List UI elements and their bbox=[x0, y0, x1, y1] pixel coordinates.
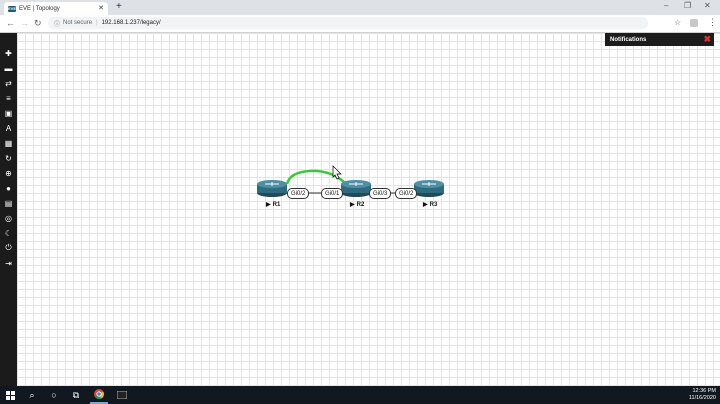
eve-favicon-icon: EVE bbox=[8, 5, 17, 12]
pictures-icon[interactable]: ▣ bbox=[4, 108, 13, 118]
node-play-icon[interactable]: ▶ bbox=[350, 202, 355, 208]
interface-label[interactable]: Gi0/2 bbox=[287, 188, 310, 199]
forward-icon[interactable]: → bbox=[20, 18, 29, 28]
zoom-icon[interactable]: ⊕ bbox=[5, 168, 12, 178]
info-icon[interactable]: ⓘ bbox=[54, 21, 61, 28]
bookmark-star-icon[interactable]: ☆ bbox=[674, 18, 682, 27]
text-icon[interactable]: A bbox=[5, 123, 12, 133]
task-view-icon[interactable]: ⧉ bbox=[72, 389, 80, 400]
minimize-icon[interactable]: – bbox=[664, 1, 669, 10]
notifications-title: Notifications bbox=[610, 36, 647, 43]
startup-configs-icon[interactable]: ≡ bbox=[6, 93, 11, 103]
node-name: R3 bbox=[429, 201, 438, 208]
router-r3[interactable] bbox=[414, 180, 444, 197]
tab-close-icon[interactable]: ✕ bbox=[98, 5, 104, 12]
taskbar: ⌕ ○ ⧉ 12:36 PM 11/16/2020 bbox=[0, 386, 720, 404]
notifications-close-icon[interactable]: ✖ bbox=[703, 34, 711, 44]
node-name: R1 bbox=[272, 201, 281, 208]
node-label-r1[interactable]: ▶ R1 bbox=[266, 201, 281, 209]
extension-icon[interactable] bbox=[690, 19, 698, 27]
omnibox-separator: | bbox=[96, 20, 98, 26]
taskbar-clock[interactable]: 12:36 PM 11/16/2020 bbox=[689, 388, 716, 402]
router-r2[interactable] bbox=[341, 180, 371, 197]
security-label: Not secure bbox=[63, 20, 93, 26]
refresh-topology-icon[interactable]: ↻ bbox=[5, 153, 12, 163]
lock-lab-icon[interactable]: ◎ bbox=[5, 213, 12, 223]
new-tab-button[interactable]: + bbox=[116, 1, 122, 12]
router-r1[interactable] bbox=[257, 180, 287, 197]
clock-time: 12:36 PM bbox=[692, 388, 716, 394]
start-icon[interactable] bbox=[2, 386, 18, 404]
address-bar: ← → ↻ ⓘ Not secure | 192.168.1.237/legac… bbox=[0, 15, 720, 33]
interface-label[interactable]: Gi0/1 bbox=[321, 188, 344, 199]
browser-menu-icon[interactable]: ⋮ bbox=[708, 17, 717, 27]
node-label-r2[interactable]: ▶ R2 bbox=[350, 201, 365, 209]
tab-title: EVE | Topology bbox=[19, 5, 60, 12]
reload-icon[interactable]: ↻ bbox=[34, 18, 42, 28]
node-label-r3[interactable]: ▶ R3 bbox=[423, 201, 438, 209]
add-object-icon[interactable]: ✚ bbox=[5, 48, 12, 58]
close-lab-icon[interactable]: ⏻ bbox=[5, 243, 12, 252]
clock-date: 11/16/2020 bbox=[688, 395, 716, 401]
url-field[interactable]: ⓘ Not secure | 192.168.1.237/legacy/ bbox=[48, 17, 648, 29]
networks-icon[interactable]: ⇄ bbox=[5, 78, 12, 88]
lab-details-icon[interactable]: ▤ bbox=[4, 198, 13, 208]
more-actions-icon[interactable]: ▦ bbox=[4, 138, 13, 148]
browser-tab-bar: EVE EVE | Topology ✕ + – ❐ ✕ bbox=[0, 0, 720, 15]
dark-mode-icon[interactable]: ☾ bbox=[4, 228, 13, 238]
mouse-cursor-icon bbox=[332, 165, 342, 180]
node-name: R2 bbox=[356, 201, 365, 208]
notifications-panel: Notifications ✖ bbox=[605, 33, 714, 46]
window-close-icon[interactable]: ✕ bbox=[704, 1, 711, 10]
status-icon[interactable]: ● bbox=[6, 183, 11, 193]
node-play-icon[interactable]: ▶ bbox=[266, 202, 271, 208]
interface-label[interactable]: Gi0/3 bbox=[369, 188, 392, 199]
topology-canvas[interactable] bbox=[17, 33, 720, 386]
chrome-taskbar-icon[interactable] bbox=[90, 386, 108, 404]
node-play-icon[interactable]: ▶ bbox=[423, 202, 428, 208]
interface-label[interactable]: Gi0/2 bbox=[395, 188, 418, 199]
url-text: 192.168.1.237/legacy/ bbox=[101, 20, 161, 26]
nodes-icon[interactable]: ▬ bbox=[4, 63, 13, 73]
restore-icon[interactable]: ❐ bbox=[684, 1, 692, 10]
logout-icon[interactable]: ⇥ bbox=[5, 258, 12, 268]
back-icon[interactable]: ← bbox=[6, 18, 15, 28]
search-icon[interactable]: ⌕ bbox=[29, 389, 35, 400]
cortana-icon[interactable]: ○ bbox=[51, 390, 57, 400]
browser-tab[interactable]: EVE EVE | Topology ✕ bbox=[4, 2, 108, 15]
eve-sidebar: ✚ ▬ ⇄ ≡ ▣ A ▦ ↻ ⊕ ● ▤ ◎ ☾ ⏻ ⇥ bbox=[0, 33, 17, 386]
terminal-taskbar-icon[interactable] bbox=[114, 386, 130, 404]
